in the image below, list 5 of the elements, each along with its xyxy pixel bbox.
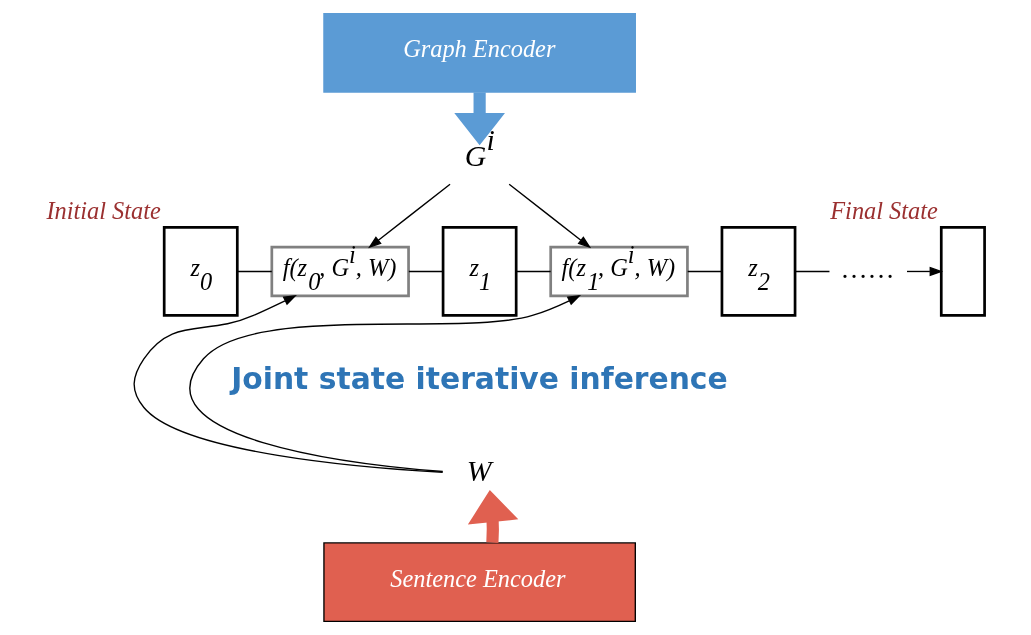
node-label: Final State xyxy=(830,196,938,224)
node-label: Initial State xyxy=(46,196,161,224)
node-text: W xyxy=(466,454,492,488)
node-text: …… xyxy=(840,254,895,285)
label: Joint state iterative inference xyxy=(231,361,728,397)
